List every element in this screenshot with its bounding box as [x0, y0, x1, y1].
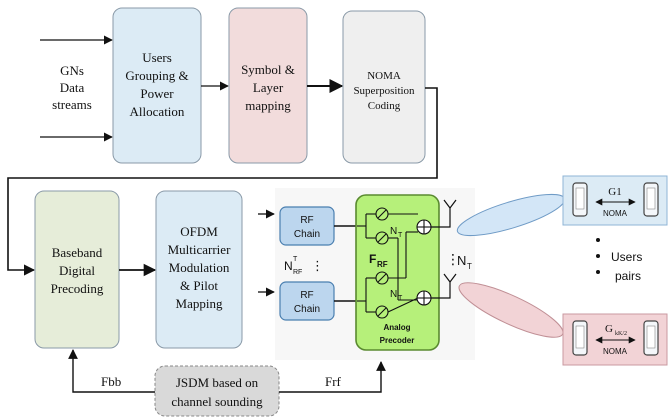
baseband-precoding-block: Baseband Digital Precoding — [34, 190, 120, 349]
svg-text:Modulation: Modulation — [169, 260, 230, 275]
svg-text:RF: RF — [377, 260, 388, 269]
svg-text:N: N — [390, 226, 397, 237]
rf-chain-1: RF Chain — [279, 206, 335, 246]
svg-text:N: N — [457, 253, 466, 268]
frf-label: Frf — [325, 374, 342, 389]
antenna-bottom — [431, 273, 457, 299]
feedback-fbb-arrow — [68, 349, 155, 393]
svg-text:Analog: Analog — [383, 323, 410, 332]
svg-text:Coding: Coding — [368, 100, 401, 112]
svg-text:pairs: pairs — [615, 269, 641, 283]
vertical-dots: ⋮ — [311, 258, 324, 273]
svg-text:streams: streams — [52, 97, 92, 112]
svg-text:G: G — [605, 323, 613, 335]
svg-text:Digital: Digital — [59, 263, 95, 278]
analog-precoder: F RF Analog Precoder — [355, 194, 440, 351]
wrap-connector — [7, 87, 438, 276]
phase-shifter-group-top — [357, 207, 418, 300]
user-group-k: G kK/2 NOMA — [562, 313, 668, 366]
svg-text:GNs: GNs — [60, 63, 84, 78]
nt-inner-labels: N T N T — [390, 226, 403, 302]
phone-icon — [572, 182, 588, 217]
antenna-nt-label: ⋮ N T — [446, 251, 472, 271]
phone-icon — [643, 182, 659, 217]
user-group-1: G1 NOMA — [562, 175, 668, 226]
svg-text:N: N — [390, 289, 397, 300]
svg-text:Power: Power — [140, 86, 174, 101]
svg-text:Users: Users — [142, 50, 172, 65]
svg-text:T: T — [398, 295, 403, 302]
svg-text:Precoding: Precoding — [51, 281, 104, 296]
svg-text:Superposition: Superposition — [353, 85, 415, 97]
svg-text:F: F — [369, 252, 376, 266]
svg-text:G1: G1 — [608, 186, 621, 198]
svg-text:T: T — [467, 262, 472, 271]
svg-text:Grouping &: Grouping & — [125, 68, 188, 83]
svg-text:⋮: ⋮ — [446, 251, 460, 267]
svg-text:Multicarrier: Multicarrier — [168, 242, 231, 257]
users-grouping-block: Users Grouping & Power Allocation — [112, 7, 202, 164]
svg-text:kK/2: kK/2 — [615, 331, 627, 337]
svg-text:Baseband: Baseband — [52, 245, 103, 260]
adder-top — [416, 219, 432, 235]
svg-text:NOMA: NOMA — [603, 347, 628, 356]
svg-text:Symbol &: Symbol & — [241, 62, 295, 77]
phone-icon — [643, 320, 659, 356]
svg-text:JSDM based on: JSDM based on — [176, 375, 259, 390]
phone-icon — [572, 320, 588, 356]
svg-text:NOMA: NOMA — [367, 70, 401, 82]
noma-coding-block: NOMA Superposition Coding — [342, 10, 426, 164]
svg-text:& Pilot: & Pilot — [180, 278, 218, 293]
feedback-frf-arrow — [279, 361, 386, 393]
svg-text:Chain: Chain — [294, 304, 320, 315]
phase-shifter-group-bottom — [357, 231, 419, 319]
svg-text:Layer: Layer — [253, 80, 284, 95]
jsdm-block: JSDM based on channel sounding — [154, 365, 280, 417]
svg-text:Data: Data — [60, 80, 85, 95]
input-label: GNs Data streams — [52, 63, 92, 112]
svg-text:Chain: Chain — [294, 229, 320, 240]
svg-text:T: T — [398, 232, 403, 239]
svg-text:OFDM: OFDM — [180, 224, 218, 239]
svg-text:T: T — [293, 256, 298, 263]
svg-text:RF: RF — [300, 215, 313, 226]
svg-text:Mapping: Mapping — [176, 296, 223, 311]
antenna-top — [431, 199, 457, 228]
svg-text:N: N — [284, 259, 293, 273]
svg-text:RF: RF — [300, 290, 313, 301]
svg-text:channel sounding: channel sounding — [171, 394, 263, 409]
svg-text:NOMA: NOMA — [603, 209, 628, 218]
fbb-label: Fbb — [101, 374, 121, 389]
svg-text:Users: Users — [611, 250, 642, 264]
nrf-label: N T RF ⋮ — [284, 256, 324, 276]
adder-bottom — [416, 290, 432, 306]
rf-chain-2: RF Chain — [279, 281, 335, 321]
ofdm-block: OFDM Multicarrier Modulation & Pilot Map… — [155, 190, 243, 349]
users-pairs-label: Users pairs — [596, 238, 642, 283]
symbol-layer-block: Symbol & Layer mapping — [228, 7, 308, 164]
svg-text:Precoder: Precoder — [380, 336, 415, 345]
svg-text:RF: RF — [293, 269, 302, 276]
svg-text:mapping: mapping — [245, 98, 291, 113]
svg-text:Allocation: Allocation — [130, 104, 185, 119]
